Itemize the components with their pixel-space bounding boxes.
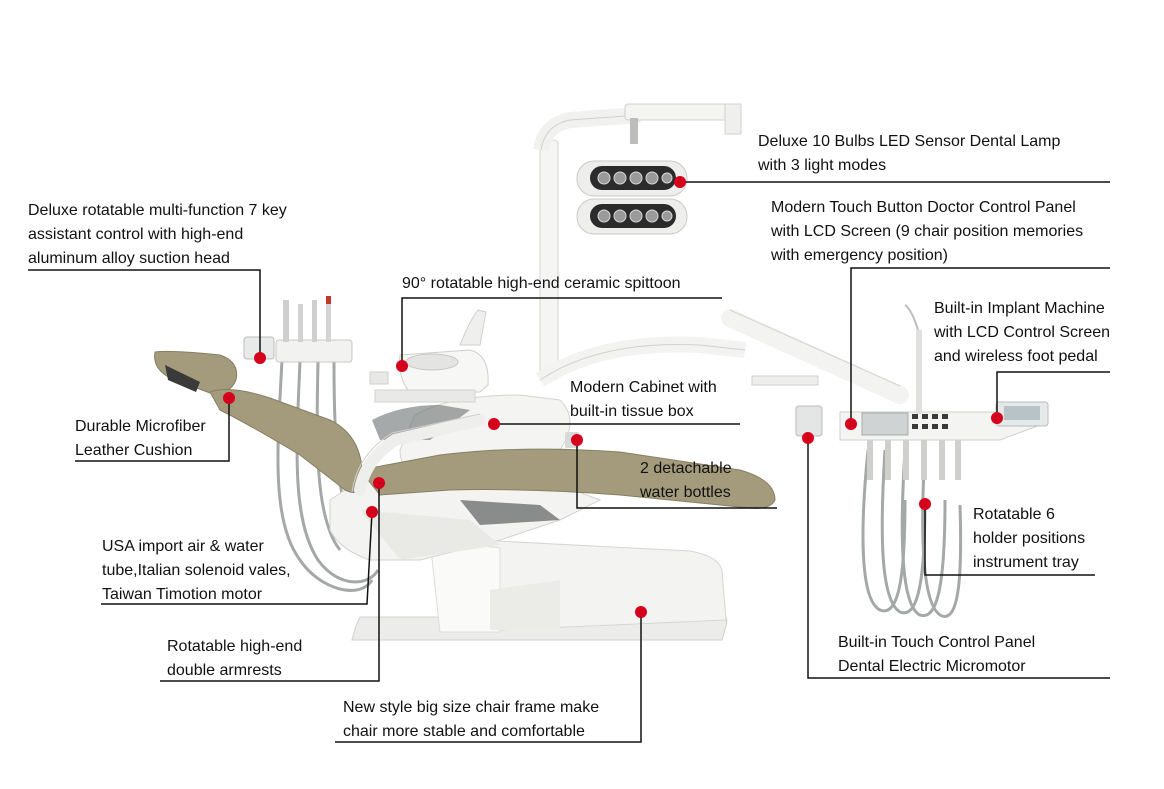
label-line: with LCD Control Screen <box>934 324 1111 341</box>
ceramic-spittoon <box>369 309 489 403</box>
marker-assistant <box>254 352 266 364</box>
leader-lines <box>28 181 1110 743</box>
label-line: built-in tissue box <box>570 403 694 420</box>
label-line: 2 detachable <box>640 460 732 477</box>
marker-tube <box>366 506 378 518</box>
label-line: chair more stable and comfortable <box>343 723 585 740</box>
marker-cabinet <box>488 418 500 430</box>
dental-chair-illustration <box>154 103 1049 641</box>
leader-micromotor <box>807 438 1110 679</box>
marker-frame <box>635 606 647 618</box>
marker-tray <box>919 498 931 510</box>
label-line: assistant control with high-end <box>28 226 244 243</box>
label-line: Leather Cushion <box>75 442 193 459</box>
markers <box>223 176 1003 618</box>
leader-assistant <box>28 269 261 358</box>
label-line: water bottles <box>640 484 731 501</box>
label-line: Modern Cabinet with <box>570 379 717 396</box>
label-line: 90° rotatable high-end ceramic spittoon <box>402 275 681 292</box>
led-lamp-head <box>576 160 688 235</box>
label-line: Rotatable high-end <box>167 638 303 655</box>
label-frame: New style big size chair frame make chai… <box>343 696 599 744</box>
leader-armrests <box>160 483 380 682</box>
label-line: aluminum alloy suction head <box>28 250 230 267</box>
chair-base <box>351 536 728 641</box>
label-cabinet: Modern Cabinet with built-in tissue box <box>570 376 717 424</box>
label-line: Taiwan Timotion motor <box>102 586 263 603</box>
label-line: Dental Electric Micromotor <box>838 658 1026 675</box>
leader-cushion <box>75 398 230 462</box>
leader-tube <box>101 511 373 605</box>
label-line: Rotatable 6 <box>973 506 1055 523</box>
label-line: Deluxe rotatable multi-function 7 key <box>28 202 287 219</box>
label-armrests: Rotatable high-end double armrests <box>167 635 302 683</box>
label-line: Modern Touch Button Doctor Control Panel <box>771 199 1076 216</box>
label-line: New style big size chair frame make <box>343 699 600 716</box>
doctor-instrument-tray <box>795 304 1049 441</box>
label-tube: USA import air & water tube,Italian sole… <box>102 535 291 607</box>
label-assistant: Deluxe rotatable multi-function 7 key as… <box>28 199 287 271</box>
label-line: tube,Italian solenoid vales, <box>102 562 291 579</box>
marker-cushion <box>223 392 235 404</box>
label-line: Built-in Implant Machine <box>934 300 1105 317</box>
label-doctor-panel: Modern Touch Button Doctor Control Panel… <box>771 196 1083 268</box>
leader-tray <box>924 504 1095 576</box>
leader-doctor-panel <box>850 267 1110 424</box>
label-bottles: 2 detachable water bottles <box>640 457 732 505</box>
label-line: double armrests <box>167 662 282 679</box>
leader-implant <box>996 371 1110 418</box>
leader-frame <box>335 612 642 743</box>
label-line: Built-in Touch Control Panel <box>838 634 1036 651</box>
marker-lamp <box>674 176 686 188</box>
label-implant: Built-in Implant Machine with LCD Contro… <box>934 297 1110 369</box>
label-cushion: Durable Microfiber Leather Cushion <box>75 415 206 463</box>
marker-spittoon <box>396 360 408 372</box>
label-spittoon: 90° rotatable high-end ceramic spittoon <box>402 272 681 296</box>
marker-armrests <box>373 477 385 489</box>
leather-cushion <box>154 350 776 509</box>
label-line: with LCD Screen (9 chair position memori… <box>771 223 1084 240</box>
label-line: with emergency position) <box>771 247 948 264</box>
lamp-arm <box>533 103 746 387</box>
armrests <box>354 414 486 496</box>
marker-micromotor <box>802 432 814 444</box>
label-line: with 3 light modes <box>758 157 887 174</box>
label-line: holder positions <box>973 530 1086 547</box>
label-line: instrument tray <box>973 554 1079 571</box>
label-line: USA import air & water <box>102 538 264 555</box>
label-tray: Rotatable 6 holder positions instrument … <box>973 503 1085 575</box>
label-line: and wireless foot pedal <box>934 348 1098 365</box>
doctor-arm <box>721 309 909 404</box>
label-line: Durable Microfiber <box>75 418 206 435</box>
label-micromotor: Built-in Touch Control Panel Dental Elec… <box>838 631 1035 679</box>
marker-implant <box>991 412 1003 424</box>
leader-bottles <box>576 440 777 509</box>
instrument-hoses <box>861 440 963 618</box>
leader-spittoon <box>401 297 722 366</box>
assistant-control <box>243 296 353 363</box>
chair-body <box>329 479 602 561</box>
marker-bottles <box>571 434 583 446</box>
marker-doctor-panel <box>845 418 857 430</box>
label-line: Deluxe 10 Bulbs LED Sensor Dental Lamp <box>758 133 1061 150</box>
label-lamp: Deluxe 10 Bulbs LED Sensor Dental Lamp w… <box>758 130 1060 178</box>
